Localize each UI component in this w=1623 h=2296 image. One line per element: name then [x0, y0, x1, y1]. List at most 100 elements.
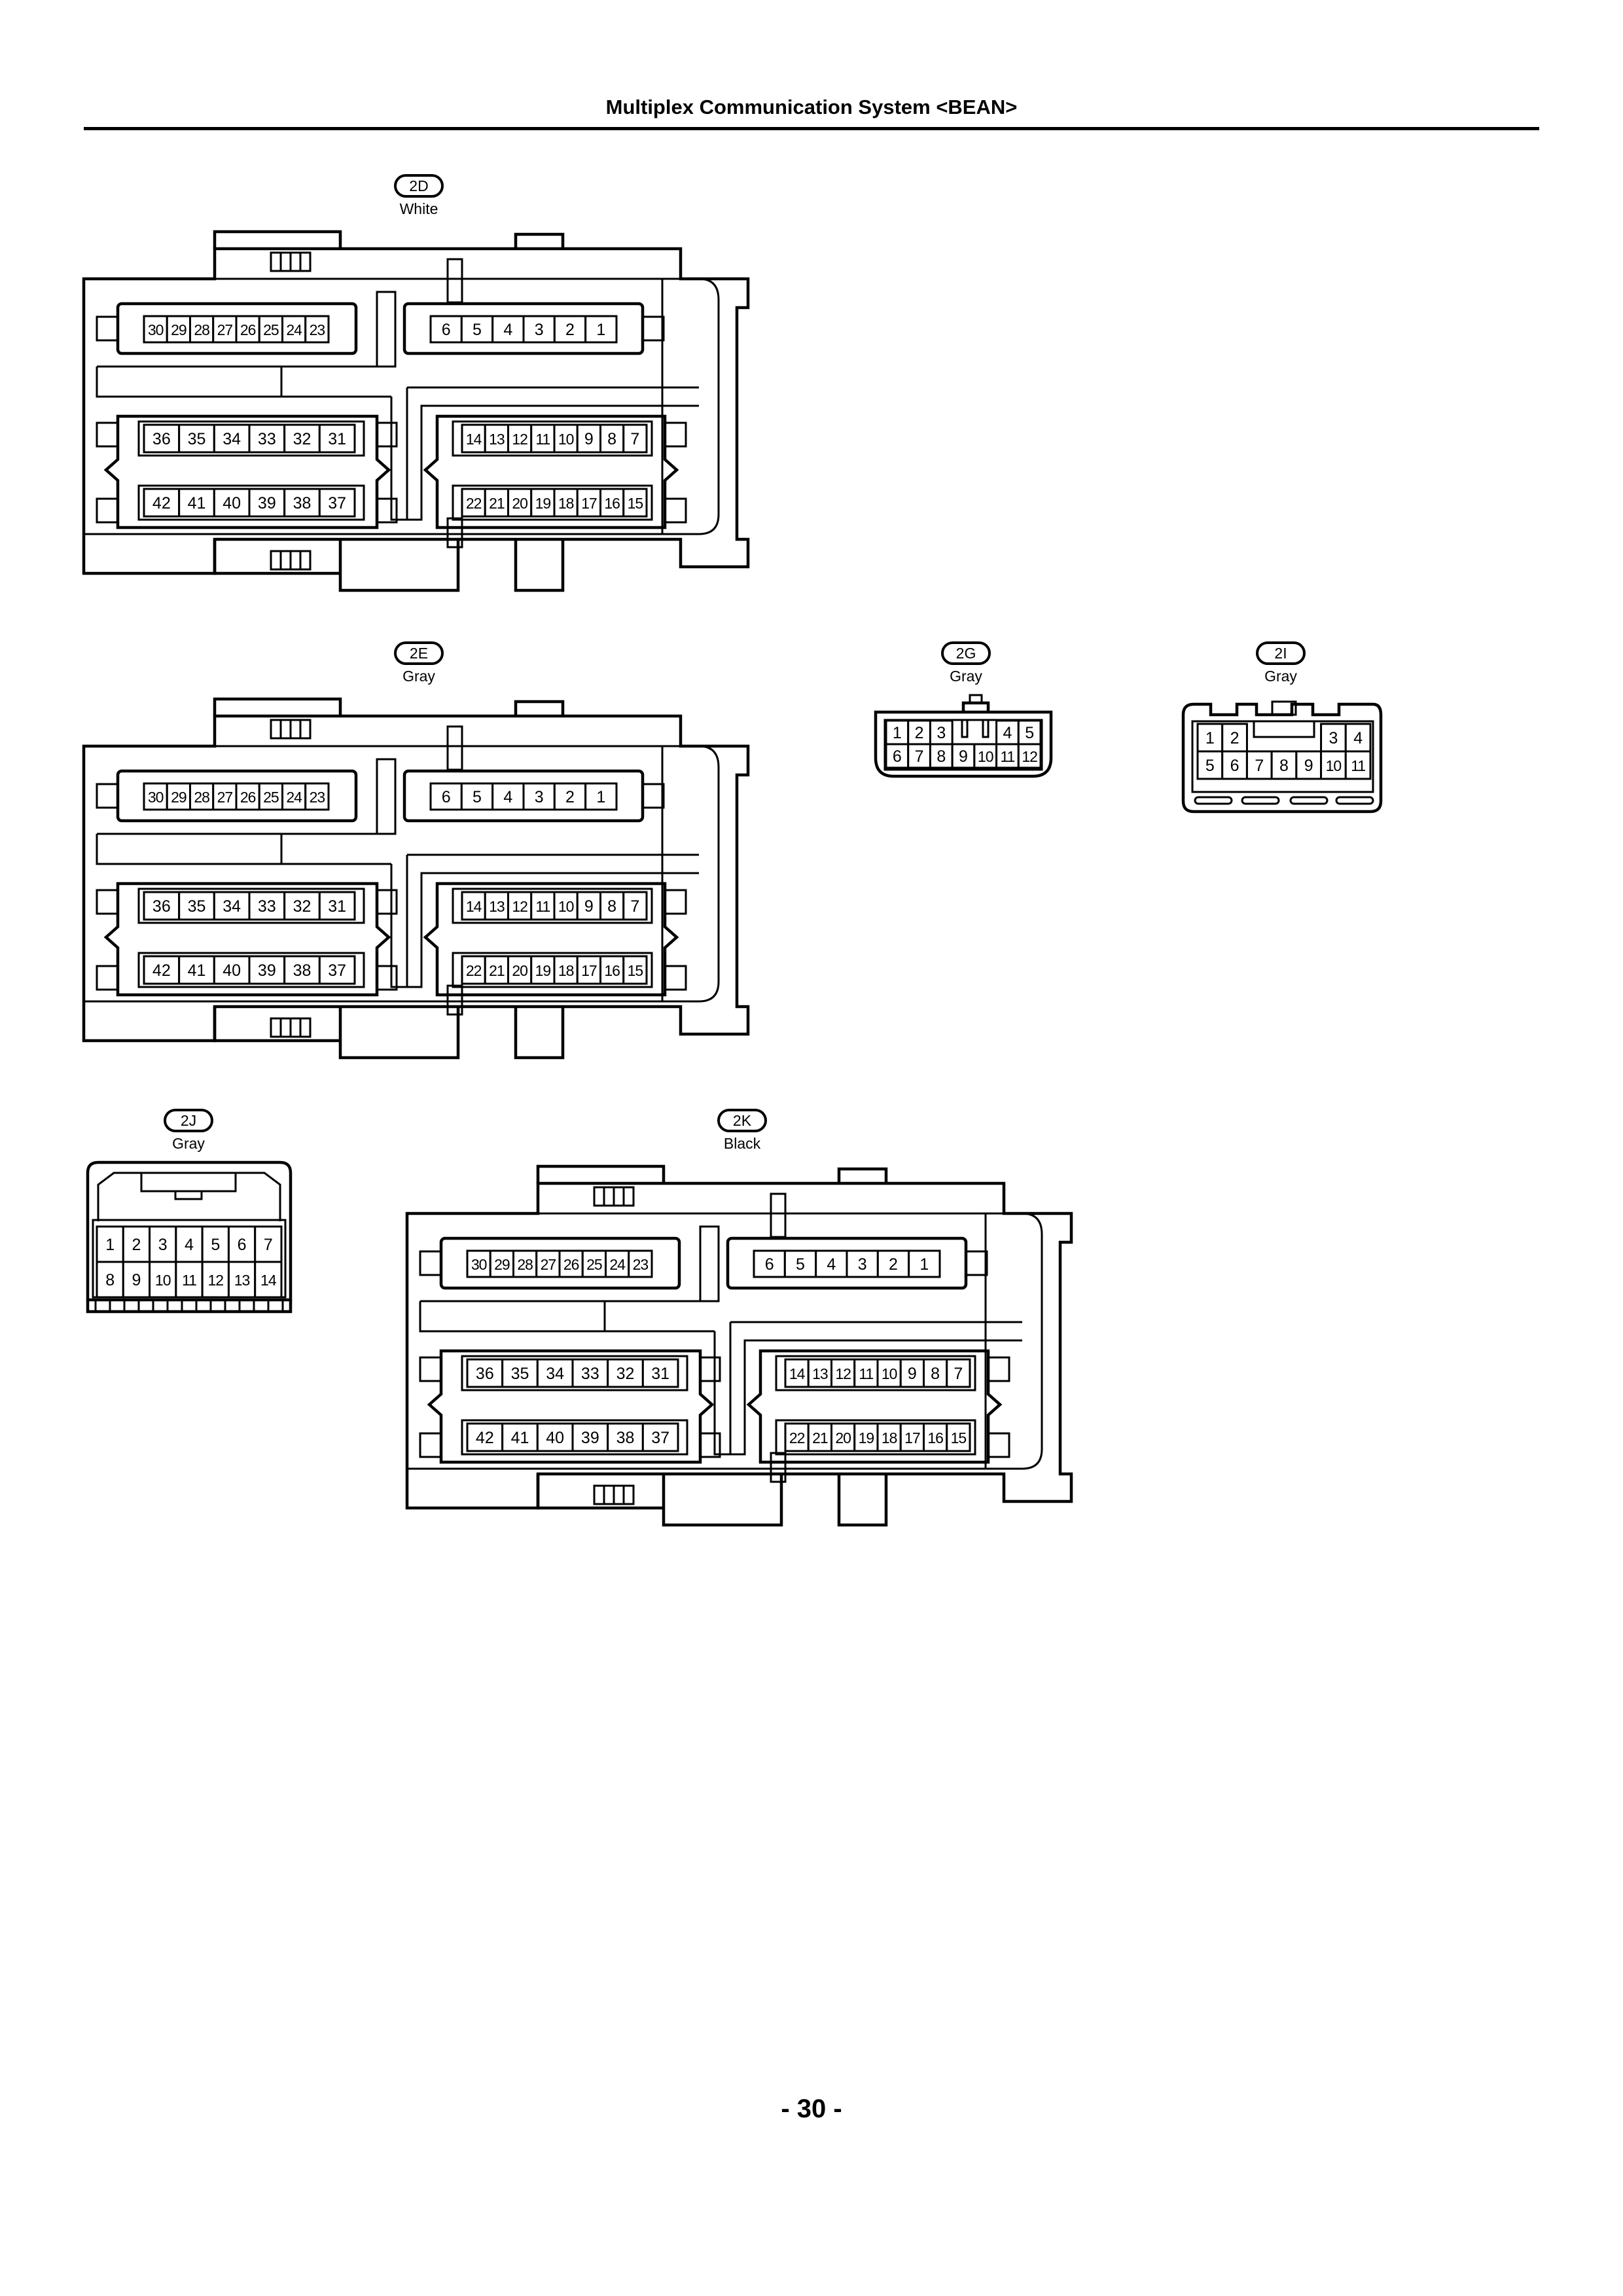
pin-cell: 6 [753, 1249, 786, 1278]
pin-cell: 20 [507, 488, 533, 518]
pin-number: 16 [604, 962, 620, 979]
connector-color: Gray [172, 1135, 205, 1152]
pin-box [995, 719, 1020, 745]
connector-code: 2J [164, 1109, 213, 1132]
pin-number: 4 [185, 1236, 194, 1254]
pin-number: 12 [207, 1272, 223, 1289]
pin-box [178, 488, 215, 518]
pin-box [318, 423, 356, 454]
pin-cell: 41 [501, 1422, 539, 1452]
pin-frame [775, 1419, 976, 1456]
pin-number: 4 [1353, 729, 1363, 747]
pin-number: 5 [1205, 757, 1215, 775]
pin-cell: 14 [461, 891, 486, 921]
pin-frame [137, 484, 365, 521]
pin-cell: 5 [783, 1249, 817, 1278]
connector-outline [86, 1300, 293, 1314]
pin-box [461, 891, 486, 921]
pin-cell: 41 [178, 488, 215, 518]
pin-number: 35 [188, 430, 206, 448]
connector-outline [536, 1164, 666, 1183]
pin-frame [461, 1419, 688, 1456]
pin-cell: 30 [466, 1249, 491, 1278]
latch-right [699, 1356, 721, 1382]
connector-2d-label: 2D White [366, 174, 471, 218]
pin-number: 26 [240, 789, 256, 806]
key-tab [174, 1190, 203, 1200]
pin-box [1344, 750, 1372, 780]
pin-number: 17 [581, 962, 597, 979]
pin-number: 35 [511, 1365, 529, 1383]
connector-outline [82, 714, 750, 1043]
connector-outline [837, 1167, 888, 1183]
latch-right [987, 1432, 1010, 1458]
pin-frame [137, 420, 365, 457]
pin-number: 19 [859, 1429, 874, 1446]
pin-frame [1191, 720, 1374, 793]
pin-cell: 18 [876, 1422, 902, 1452]
pin-number: 27 [541, 1256, 556, 1273]
pin-number: 8 [1279, 757, 1289, 775]
pin-number: 15 [951, 1429, 967, 1446]
pin-box [304, 315, 330, 344]
pin-cell: 13 [484, 423, 509, 454]
pin-cell: 42 [143, 488, 181, 518]
connector-outline [96, 834, 391, 865]
pin-box [501, 1358, 539, 1388]
pin-cell: 7 [946, 1358, 971, 1388]
pin-box [607, 1422, 644, 1452]
pin-number: 27 [217, 321, 233, 338]
latch-left [419, 1432, 442, 1458]
pin-cell: 14 [461, 423, 486, 454]
pin-cell: 34 [213, 891, 251, 921]
pin-number: 20 [835, 1429, 851, 1446]
pin-box [815, 1249, 848, 1278]
pin-box [946, 1358, 971, 1388]
pin-box [166, 315, 191, 344]
pin-cell: 3 [522, 782, 556, 811]
pin-number: 27 [217, 789, 233, 806]
pin-cell: 10 [876, 1358, 902, 1388]
pin-number: 6 [765, 1255, 774, 1274]
pin-cell: 5 [1196, 750, 1224, 780]
pin-number: 14 [789, 1365, 806, 1382]
pin-box [923, 1358, 948, 1388]
pin-frame [137, 952, 365, 988]
pin-cell: 28 [189, 315, 215, 344]
pin-cell: 39 [248, 488, 286, 518]
pin-cell: 12 [830, 1358, 856, 1388]
pin-number: 11 [182, 1272, 196, 1289]
pin-number: 24 [286, 321, 302, 338]
pin-box [908, 1249, 941, 1278]
pin-number: 33 [258, 897, 276, 916]
pin-number: 2 [565, 788, 575, 806]
pin-cell: 11 [1344, 750, 1372, 780]
connector-outline [514, 539, 565, 592]
pin-number: 1 [919, 1255, 929, 1274]
key-slot [961, 721, 990, 738]
pin-box [1320, 750, 1347, 780]
pin-cell: 5 [1017, 719, 1042, 745]
connector-outline [213, 230, 342, 249]
pin-cell: 22 [461, 955, 486, 985]
connector-outline [213, 1007, 340, 1043]
pin-cell: 38 [283, 955, 321, 985]
pin-cell: 27 [212, 782, 238, 811]
connector-2g-label: 2G Gray [914, 641, 1018, 685]
latch-left [96, 889, 119, 915]
latch-right [376, 965, 398, 991]
pin-number: 9 [132, 1271, 141, 1289]
pin-cell: 5 [460, 782, 494, 811]
pin-box [460, 782, 494, 811]
pin-number: 11 [535, 431, 550, 448]
pin-box [143, 891, 181, 921]
pin-cell: 11 [175, 1261, 204, 1299]
pin-number: 12 [512, 898, 527, 915]
pin-number: 3 [535, 321, 544, 339]
pin-number: 14 [466, 898, 482, 915]
pin-box [885, 743, 910, 769]
pin-number: 12 [835, 1365, 851, 1382]
pin-cell: 12 [1017, 743, 1042, 769]
